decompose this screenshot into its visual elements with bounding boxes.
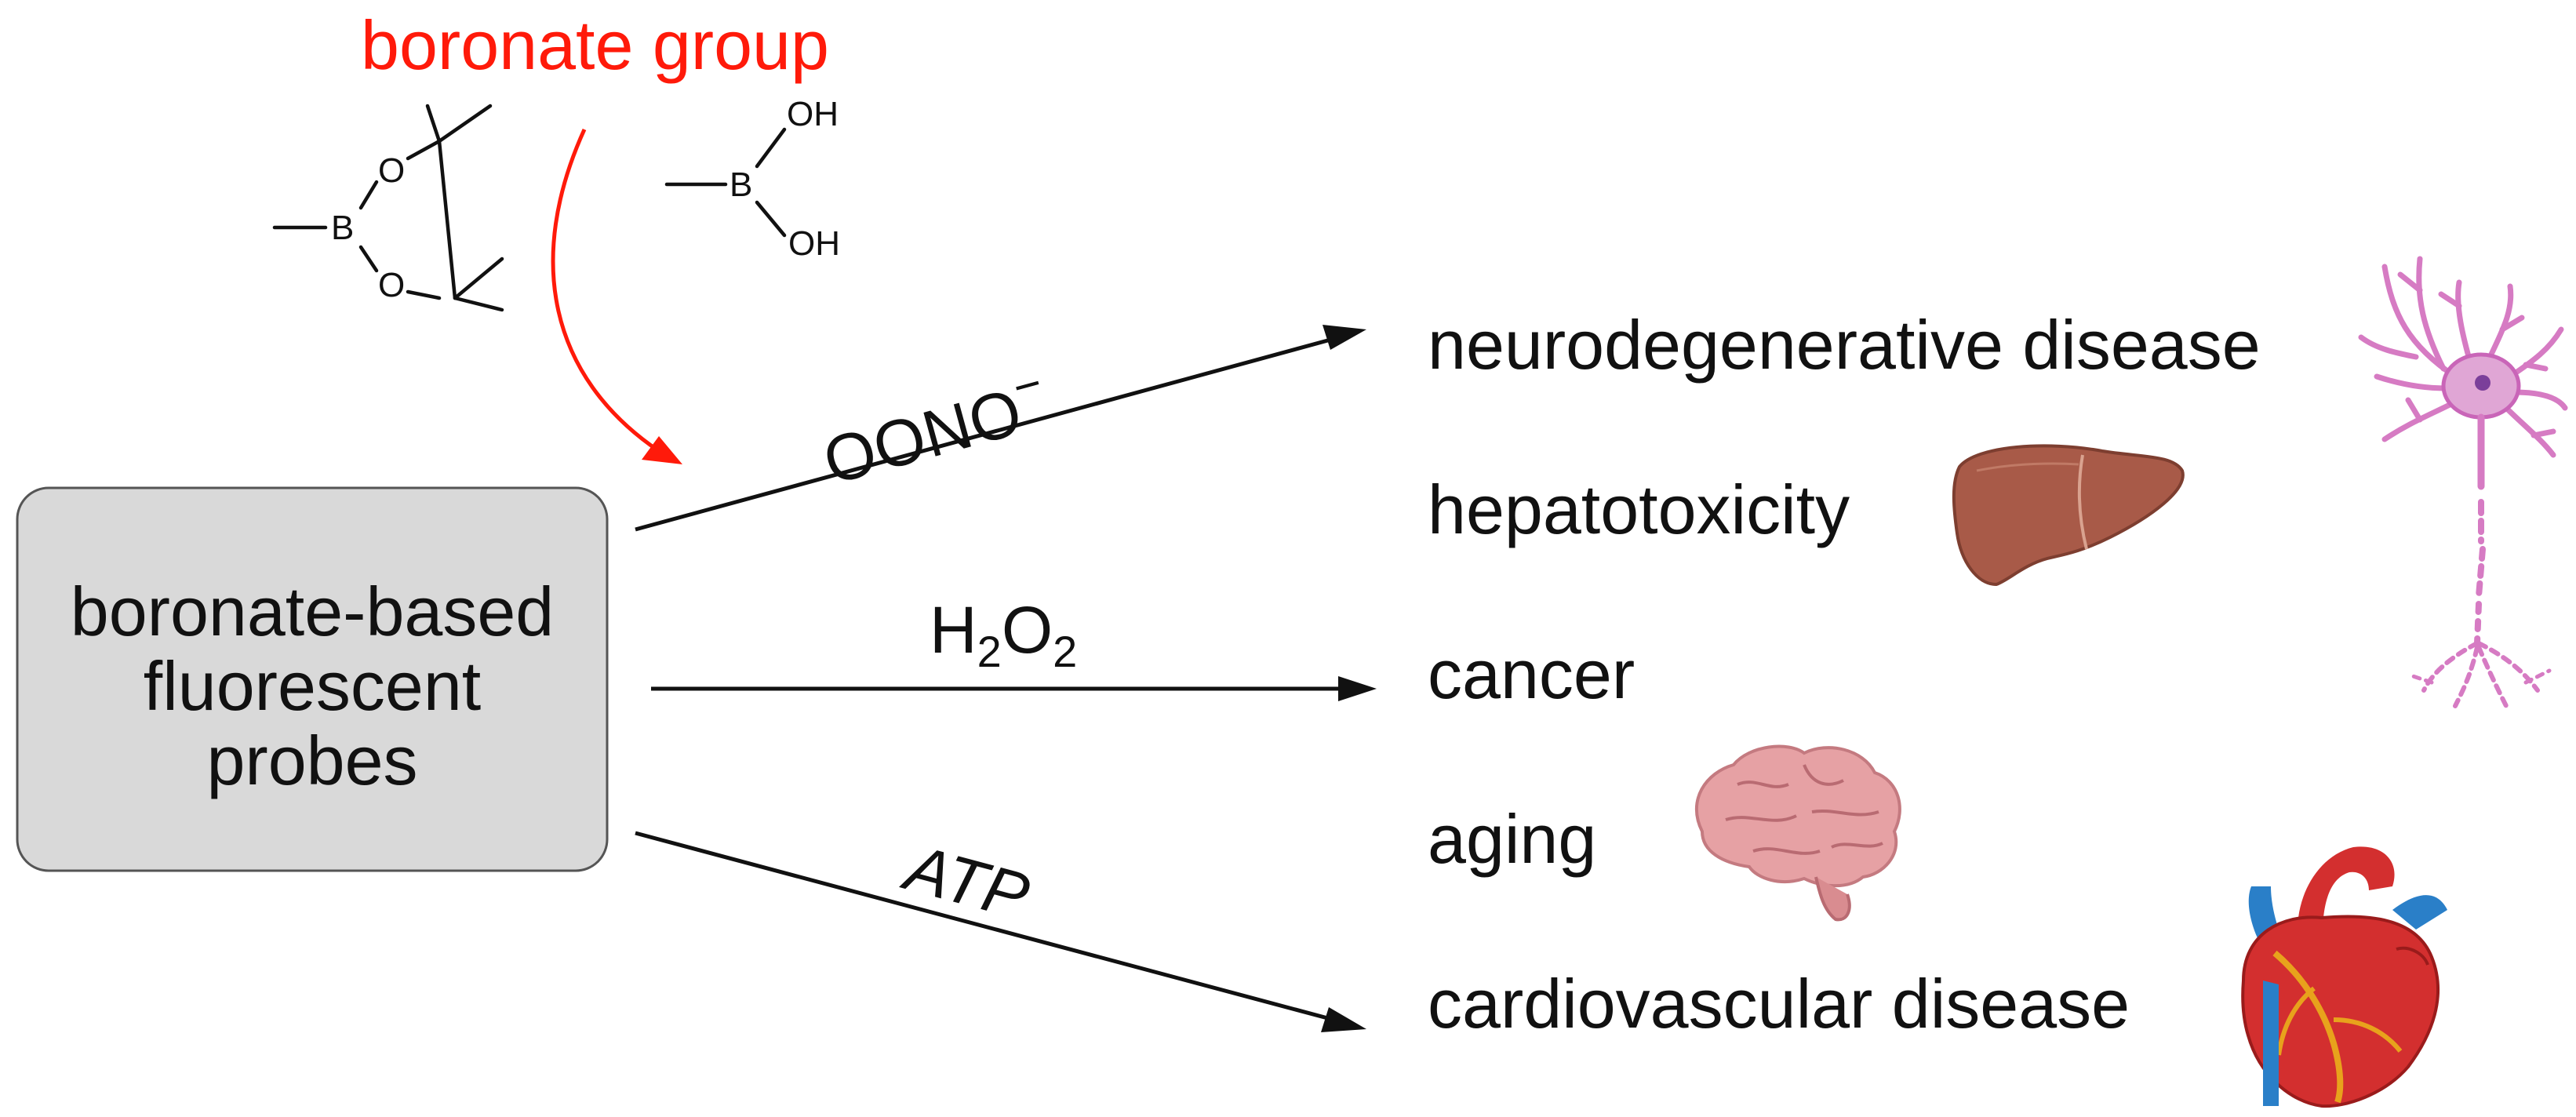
boron-atom-1: B — [331, 209, 354, 247]
disease-cardiovascular: cardiovascular disease — [1428, 965, 2130, 1042]
disease-neurodegenerative: neurodegenerative disease — [1428, 306, 2261, 384]
hydroxyl-1: OH — [787, 95, 839, 133]
arrow-atp: ATP — [635, 829, 1366, 1032]
arrow-oono-label-group: OONO− — [813, 356, 1056, 498]
arrow-oono: OONO− — [635, 325, 1366, 532]
neuron-icon — [2358, 256, 2568, 708]
probe-box-line-3: probes — [206, 722, 417, 799]
oxygen-atom-2: O — [378, 266, 405, 304]
boron-atom-2: B — [730, 166, 752, 204]
probe-box-line-1: boronate-based — [71, 573, 554, 650]
liver-icon — [1952, 444, 2185, 587]
arrow-oono-label: OONO — [816, 374, 1029, 498]
brain-icon — [1694, 744, 1901, 922]
boronate-group-label: boronate group — [361, 6, 829, 84]
boronic-acid-structure: B OH OH — [664, 95, 840, 263]
disease-cancer: cancer — [1428, 635, 1635, 713]
arrow-h2o2: H2O2 — [651, 593, 1377, 701]
heart-icon — [2241, 846, 2447, 1108]
disease-aging: aging — [1428, 800, 1596, 878]
probe-box: boronate-based fluorescent probes — [16, 486, 609, 872]
hydroxyl-2: OH — [788, 224, 840, 263]
disease-hepatotoxicity: hepatotoxicity — [1428, 471, 1850, 548]
oxygen-atom-1: O — [378, 151, 405, 190]
pinacol-ester-structure: B O O — [272, 104, 504, 312]
probe-box-line-2: fluorescent — [144, 647, 481, 725]
arrow-atp-label: ATP — [895, 829, 1037, 933]
red-curved-arrow — [551, 128, 682, 464]
arrow-h2o2-label: H2O2 — [930, 593, 1077, 676]
